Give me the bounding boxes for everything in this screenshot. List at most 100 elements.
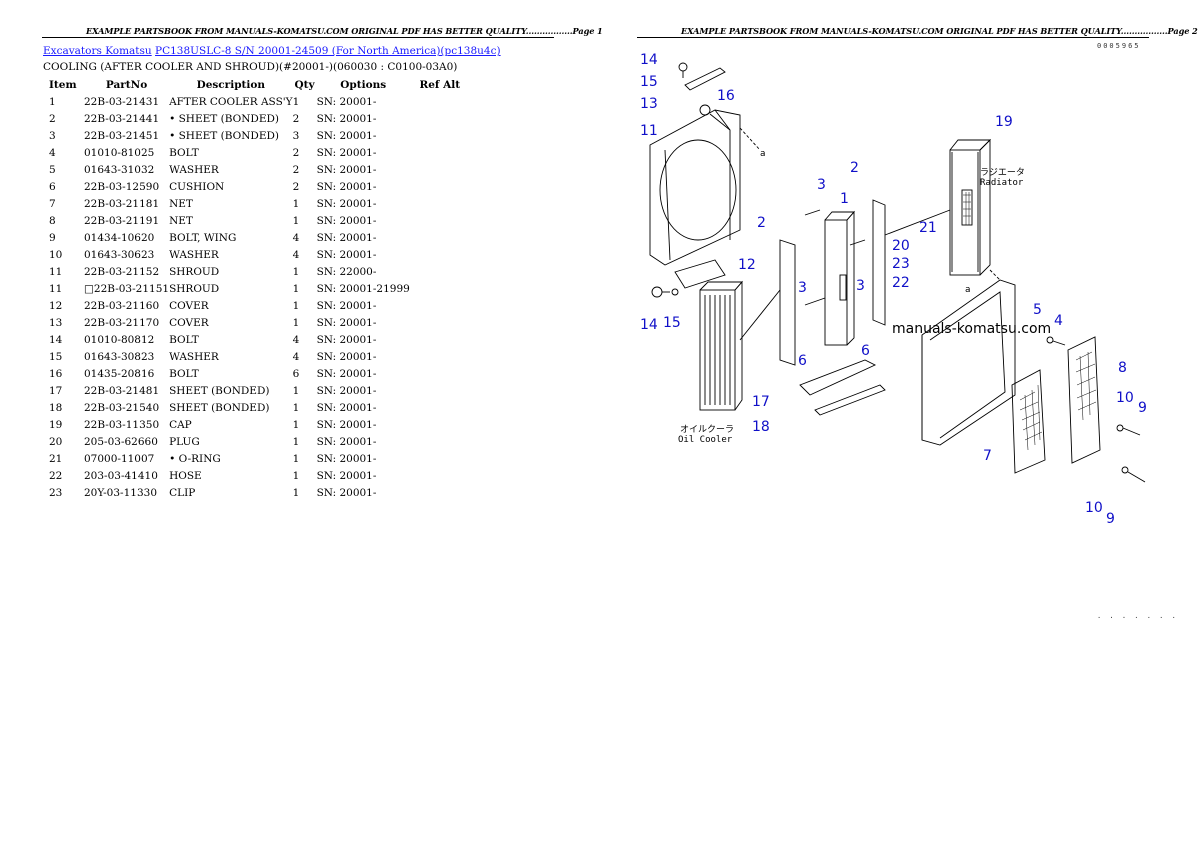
cell-refalt [410,450,470,467]
cell-partno: 22B-03-21160 [84,299,160,312]
cell-partno: 22B-03-21481 [84,384,160,397]
cell-partno: 07000-11007 [84,452,155,465]
cell-partno: 22B-03-21540 [84,401,160,414]
cell-options: SN: 20001- [316,333,377,346]
cell-description: SHROUD [169,265,220,278]
callout-22: 22 [892,275,910,291]
cell-qty: 1 [292,197,300,210]
cell-options: SN: 20001- [316,95,377,108]
cell-item: 10 [49,248,63,261]
cell-options: SN: 20001- [316,350,377,363]
cell-item: 1 [49,95,56,108]
cell-partno: 20Y-03-11330 [84,486,157,499]
cell-partno: 22B-03-21181 [84,197,160,210]
cell-options: SN: 20001-21999 [316,282,410,295]
cell-options: SN: 20001- [316,384,377,397]
cell-item: 4 [49,146,56,159]
callout-17: 17 [752,394,770,410]
cell-qty: 2 [292,112,300,125]
cell-item: 15 [49,350,63,363]
cell-qty: 4 [292,333,300,346]
net-7 [1011,369,1046,474]
cell-qty: 1 [292,401,300,414]
col-header-qty: Qty [294,78,315,91]
cell-partno: 01643-30623 [84,248,155,261]
breadcrumb: Excavators Komatsu PC138USLC-8 S/N 20001… [43,45,501,57]
cell-item: 5 [49,163,56,176]
cell-qty: 1 [292,469,300,482]
watermark: manuals-komatsu.com [892,321,1051,337]
cell-refalt [410,229,470,246]
breadcrumb-link-category[interactable]: Excavators Komatsu [43,45,152,57]
callout-11: 11 [640,123,658,139]
radiator-frame-drawing [921,279,1016,446]
callout-6b: 6 [861,343,870,359]
cell-options: SN: 20001- [316,163,377,176]
callout-10a: 10 [1116,390,1134,406]
cell-options: SN: 20001- [316,401,377,414]
cell-qty: 4 [292,248,300,261]
cell-partno: 01643-31032 [84,163,155,176]
cell-item: 9 [49,231,56,244]
callout-12: 12 [738,257,756,273]
header-rule [637,37,1149,38]
cell-partno: 22B-03-21170 [84,316,160,329]
oil-cooler-en-label: Oil Cooler [678,435,733,445]
page-header: EXAMPLE PARTSBOOK FROM MANUALS-KOMATSU.C… [86,26,603,36]
cell-refalt [410,280,470,297]
callout-15b: 15 [663,315,681,331]
section-title: COOLING (AFTER COOLER AND SHROUD)(#20001… [43,61,458,73]
breadcrumb-link-model[interactable]: PC138USLC-8 S/N 20001-24509 (For North A… [155,45,501,57]
cell-item: 2 [49,112,56,125]
cell-refalt [410,127,470,144]
cell-partno: 01434-10620 [84,231,155,244]
cell-options: SN: 20001- [316,197,377,210]
cell-item: 3 [49,129,56,142]
cell-refalt [410,416,470,433]
cell-item: 11 [49,265,63,278]
cell-item: 13 [49,316,63,329]
callout-3a: 3 [817,177,826,193]
cell-qty: 1 [292,435,300,448]
cell-partno: 205-03-62660 [84,435,158,448]
table-row: 10 01643-30623 WASHER 4 SN: 20001- [43,246,470,263]
cell-options: SN: 20001- [316,248,377,261]
cell-item: 7 [49,197,56,210]
cell-qty: 1 [292,214,300,227]
cell-item: 17 [49,384,63,397]
cell-refalt [410,263,470,280]
cell-description: WASHER [169,248,219,261]
cell-qty: 2 [292,146,300,159]
radiator-en-label: Radiator [980,178,1024,188]
cell-description: • SHEET (BONDED) [169,129,280,142]
cell-refalt [410,93,470,110]
cell-item: 18 [49,401,63,414]
cell-description: BOLT [169,146,199,159]
col-header-description: Description [196,78,266,91]
cell-refalt [410,314,470,331]
cell-qty: 2 [292,180,300,193]
cell-item: 20 [49,435,63,448]
cell-refalt [410,297,470,314]
cell-qty: 1 [292,452,300,465]
radiator-drawing [949,138,992,276]
page-1: EXAMPLE PARTSBOOK FROM MANUALS-KOMATSU.C… [0,0,603,842]
cell-options: SN: 20001- [316,418,377,431]
cell-qty: 1 [292,95,300,108]
cell-description: NET [169,214,193,227]
callout-19: 19 [995,114,1013,130]
cell-partno: 22B-03-21451 [84,129,160,142]
